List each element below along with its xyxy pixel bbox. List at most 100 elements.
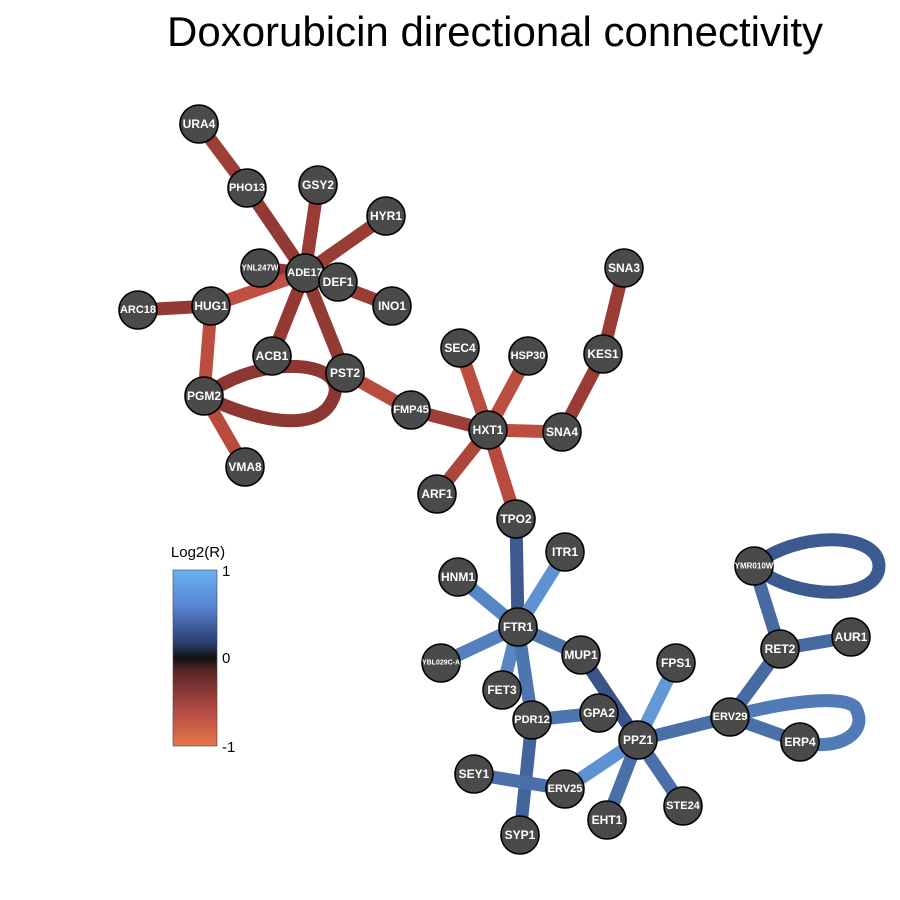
node-label: SEY1	[459, 767, 490, 781]
node-label: SEC4	[444, 341, 476, 355]
node-label: YNL247W	[242, 264, 279, 273]
node-circle	[561, 635, 601, 675]
node-label: INO1	[378, 299, 406, 313]
node-circle	[482, 670, 522, 710]
node-label: ARC18	[120, 304, 156, 316]
node-label: SYP1	[505, 828, 536, 842]
node-tpo2[interactable]: TPO2	[496, 499, 536, 539]
node-circle	[179, 104, 219, 144]
node-label: PGM2	[187, 389, 221, 403]
node-circle	[421, 643, 461, 683]
node-label: PDR12	[514, 714, 549, 726]
node-label: KES1	[587, 347, 619, 361]
node-erv29[interactable]: ERV29	[710, 697, 750, 737]
node-ymr010w[interactable]: YMR010W	[734, 546, 774, 586]
node-hug1[interactable]: HUG1	[191, 286, 231, 326]
node-aur1[interactable]: AUR1	[831, 617, 871, 657]
node-circle	[780, 722, 820, 762]
node-label: MUP1	[564, 648, 598, 662]
node-sna4[interactable]: SNA4	[542, 412, 582, 452]
node-circle	[496, 499, 536, 539]
node-syp1[interactable]: SYP1	[500, 815, 540, 855]
node-itr1[interactable]: ITR1	[545, 532, 585, 572]
node-acb1[interactable]: ACB1	[252, 336, 292, 376]
node-label: FTR1	[503, 620, 533, 634]
node-fmp45[interactable]: FMP45	[391, 390, 431, 430]
node-circle	[318, 262, 358, 302]
node-erv25[interactable]: ERV25	[545, 769, 585, 809]
node-kes1[interactable]: KES1	[583, 334, 623, 374]
node-circle	[500, 815, 540, 855]
node-label: HSP30	[511, 350, 546, 362]
node-circle	[252, 336, 292, 376]
node-erp4[interactable]: ERP4	[780, 722, 820, 762]
node-circle	[440, 328, 480, 368]
node-circle	[663, 786, 703, 826]
node-label: FMP45	[393, 404, 428, 416]
node-circle	[118, 290, 158, 330]
node-sec4[interactable]: SEC4	[440, 328, 480, 368]
node-fet3[interactable]: FET3	[482, 670, 522, 710]
node-arc18[interactable]: ARC18	[118, 290, 158, 330]
node-label: DEF1	[323, 275, 354, 289]
node-label: ERV29	[713, 711, 748, 723]
node-label: ERV25	[548, 783, 583, 795]
node-hxt1[interactable]: HXT1	[468, 410, 508, 450]
node-vma8[interactable]: VMA8	[225, 447, 265, 487]
node-circle	[498, 607, 538, 647]
node-circle	[579, 693, 619, 733]
node-label: HUG1	[194, 299, 228, 313]
node-def1[interactable]: DEF1	[318, 262, 358, 302]
node-ftr1[interactable]: FTR1	[498, 607, 538, 647]
node-ade17[interactable]: ADE17	[285, 253, 325, 293]
node-eht1[interactable]: EHT1	[587, 800, 627, 840]
node-ret2[interactable]: RET2	[760, 629, 800, 669]
node-ste24[interactable]: STE24	[663, 786, 703, 826]
node-label: ITR1	[552, 545, 578, 559]
node-arf1[interactable]: ARF1	[417, 474, 457, 514]
node-gpa2[interactable]: GPA2	[579, 693, 619, 733]
node-mup1[interactable]: MUP1	[561, 635, 601, 675]
node-circle	[438, 557, 478, 597]
node-hyr1[interactable]: HYR1	[366, 196, 406, 236]
node-label: HYR1	[370, 209, 402, 223]
node-label: GSY2	[302, 178, 334, 192]
node-sna3[interactable]: SNA3	[604, 248, 644, 288]
node-circle	[298, 165, 338, 205]
node-circle	[240, 248, 280, 288]
node-label: YMR010W	[735, 562, 774, 571]
legend: Log2(R) 1 0 -1	[171, 544, 235, 756]
node-circle	[545, 769, 585, 809]
node-pdr12[interactable]: PDR12	[512, 700, 552, 740]
legend-colorbar	[172, 569, 218, 747]
node-label: EHT1	[592, 813, 623, 827]
node-label: STE24	[666, 800, 701, 812]
node-ino1[interactable]: INO1	[372, 286, 412, 326]
node-gsy2[interactable]: GSY2	[298, 165, 338, 205]
node-label: HNM1	[441, 570, 475, 584]
node-label: FPS1	[661, 656, 691, 670]
node-label: ACB1	[256, 349, 289, 363]
node-pst2[interactable]: PST2	[325, 353, 365, 393]
node-hsp30[interactable]: HSP30	[508, 336, 548, 376]
node-circle	[604, 248, 644, 288]
node-hnm1[interactable]: HNM1	[438, 557, 478, 597]
node-ynl247w[interactable]: YNL247W	[240, 248, 280, 288]
node-pho13[interactable]: PHO13	[227, 168, 267, 208]
node-ura4[interactable]: URA4	[179, 104, 219, 144]
node-circle	[760, 629, 800, 669]
node-circle	[542, 412, 582, 452]
node-label: PPZ1	[623, 733, 653, 747]
node-ybl029c-a[interactable]: YBL029C-A	[421, 643, 461, 683]
node-label: HXT1	[473, 423, 504, 437]
node-label: ADE17	[287, 267, 322, 279]
node-fps1[interactable]: FPS1	[656, 643, 696, 683]
node-ppz1[interactable]: PPZ1	[618, 720, 658, 760]
node-sey1[interactable]: SEY1	[454, 754, 494, 794]
node-circle	[710, 697, 750, 737]
node-label: ERP4	[784, 735, 816, 749]
node-pgm2[interactable]: PGM2	[184, 376, 224, 416]
node-label: PHO13	[229, 182, 265, 194]
node-label: SNA4	[546, 425, 578, 439]
node-label: PST2	[330, 366, 360, 380]
